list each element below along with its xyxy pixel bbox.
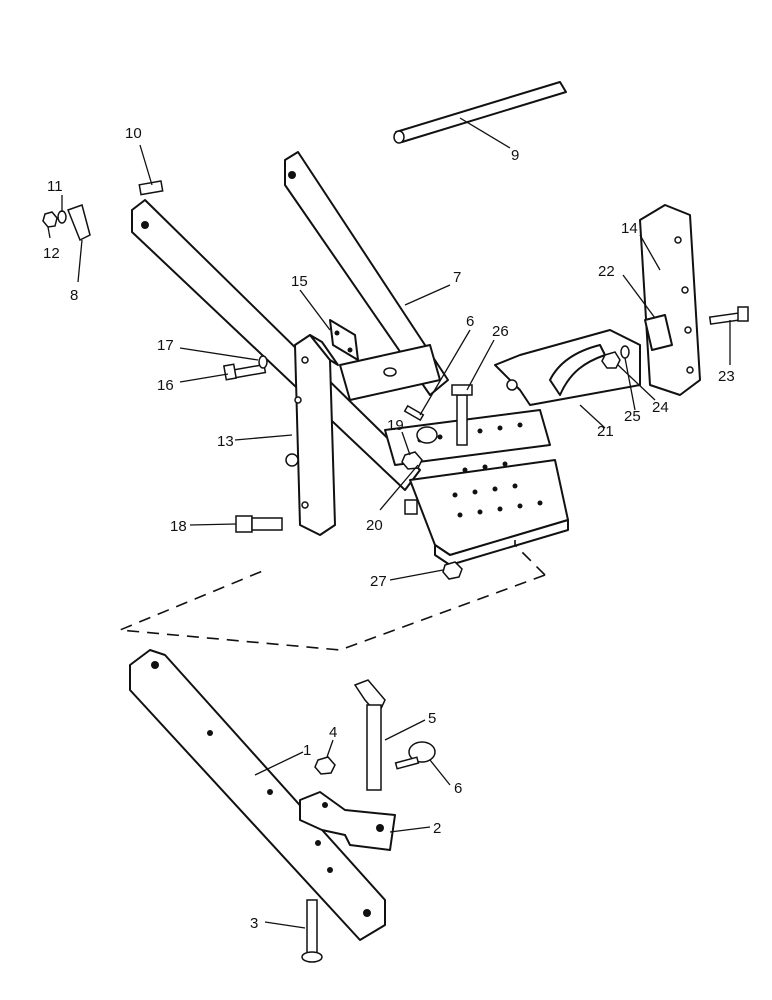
callout-27: 27: [370, 573, 387, 590]
drawbar: [129, 649, 386, 941]
bolt-18: [235, 515, 283, 533]
nut-19: [401, 451, 423, 470]
callout-10: 10: [125, 125, 142, 142]
callout-6-upper: 6: [466, 313, 474, 330]
callout-24: 24: [652, 399, 669, 416]
bolt-3: [301, 899, 323, 963]
callout-1: 1: [303, 742, 311, 759]
frame-arm-left: [131, 199, 421, 491]
callout-26: 26: [492, 323, 509, 340]
leader-lines: [47, 117, 731, 929]
side-plate-right: [639, 204, 701, 396]
assembly-projection-line-lower: [119, 569, 546, 651]
side-plate-left: [285, 334, 339, 536]
callout-19: 19: [387, 417, 404, 434]
callout-11: 11: [47, 178, 63, 195]
callout-6-lower: 6: [454, 780, 462, 797]
callout-13: 13: [217, 433, 234, 450]
pin-6-upper: [403, 404, 438, 444]
callout-16: 16: [157, 377, 174, 394]
callout-21: 21: [597, 423, 614, 440]
washer-25: [620, 345, 630, 359]
callout-labels: 9 10 11 12 8 7 15 6 26 17 16 13 18 19 20…: [43, 125, 735, 932]
nut-27: [442, 561, 463, 580]
callout-9: 8: [70, 287, 78, 304]
callout-25: 25: [624, 408, 641, 425]
callout-23: 23: [718, 368, 735, 385]
nut-24: [601, 351, 621, 369]
callout-8: 9: [511, 147, 519, 164]
clevis: [299, 791, 396, 851]
callout-12: 12: [43, 245, 60, 262]
right-plate-pad: [644, 314, 673, 351]
right-bracket: [494, 329, 641, 406]
drawbar-support-plate: [404, 459, 569, 566]
callout-15: 15: [291, 273, 308, 290]
frame-arm-right: [284, 151, 449, 396]
callout-17: 17: [157, 337, 174, 354]
nut-4: [314, 756, 336, 775]
callout-18: 18: [170, 518, 187, 535]
assembly-projection-line: [514, 540, 546, 576]
bolt-23: [708, 306, 749, 325]
bolt-26: [451, 384, 473, 446]
washer-11: [57, 210, 67, 224]
callout-3: 3: [250, 915, 258, 932]
callout-5: 5: [428, 710, 436, 727]
small-plate: [329, 319, 359, 361]
lynch-pin-6-lower: [394, 741, 436, 770]
bolt-16: [222, 363, 267, 381]
bolt-10: [138, 180, 164, 196]
rod-part: [393, 81, 567, 144]
callout-4: 4: [329, 724, 337, 741]
callout-2: 2: [433, 820, 441, 837]
callout-22: 22: [598, 263, 615, 280]
pin-5: [353, 679, 386, 791]
callout-20: 20: [366, 517, 383, 534]
callout-7: 7: [453, 269, 461, 286]
bracket-9: [67, 204, 91, 242]
callout-14: 14: [621, 220, 638, 237]
washer-17: [258, 355, 268, 369]
nut-12: [42, 211, 58, 228]
